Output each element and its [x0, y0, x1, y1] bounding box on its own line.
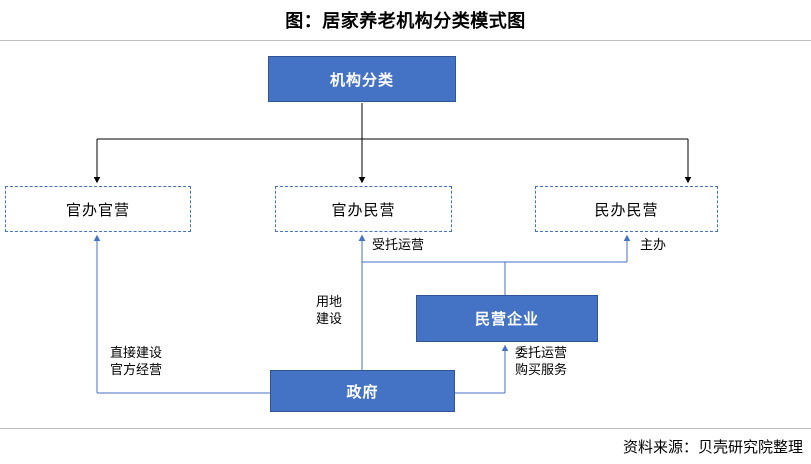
edge-enterprise-bus: [362, 261, 627, 295]
edge-label-commission: 委托运营 购买服务: [515, 344, 567, 378]
page-title: 图：居家养老机构分类模式图: [285, 11, 526, 31]
edge-label-entrusted-operation: 受托运营: [372, 237, 425, 252]
node-category-official-run[interactable]: 官办官营: [5, 186, 191, 232]
node-category-private-run[interactable]: 民办民营: [535, 186, 718, 232]
node-private-enterprise[interactable]: 民营企业: [416, 295, 598, 342]
footer-divider: [0, 428, 811, 429]
edge-label-land-construction-line2: 建设: [316, 311, 343, 326]
edge-label-direct-build: 直接建设 官方经营: [110, 344, 162, 378]
edge-label-direct-build-line1: 直接建设: [110, 345, 163, 360]
header-divider: [0, 40, 811, 41]
node-root[interactable]: 机构分类: [268, 56, 456, 102]
edge-root-bus: [97, 103, 688, 140]
source-note: 资料来源：贝壳研究院整理: [622, 440, 803, 456]
edge-label-host: 主办: [640, 237, 667, 252]
edge-label-land-construction-line1: 用地: [316, 294, 343, 309]
edge-label-land-construction: 用地 建设: [316, 293, 342, 327]
edge-label-direct-build-line2: 官方经营: [110, 362, 163, 377]
node-government[interactable]: 政府: [270, 370, 455, 412]
node-category-official-private[interactable]: 官办民营: [275, 186, 452, 232]
edge-label-commission-line1: 委托运营: [515, 345, 568, 360]
edge-label-commission-line2: 购买服务: [515, 362, 568, 377]
